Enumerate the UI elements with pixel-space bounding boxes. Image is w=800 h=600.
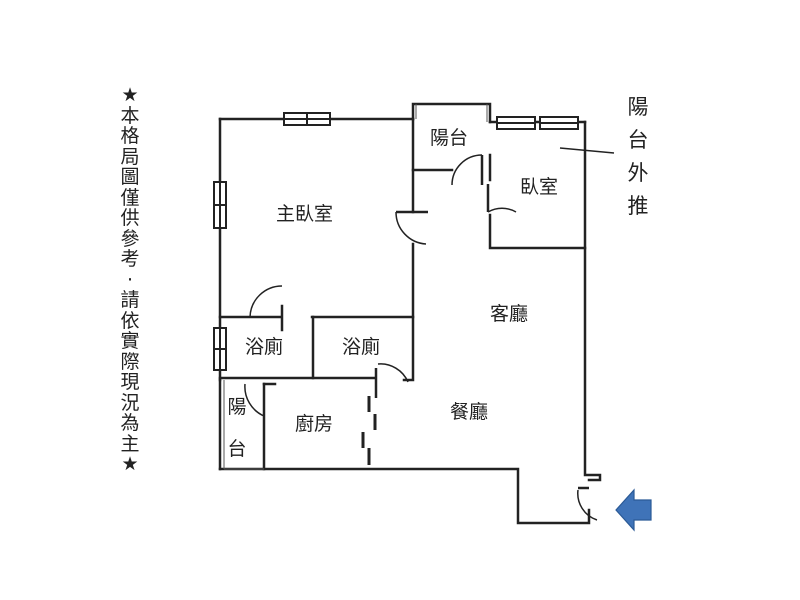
disclaimer-char: 格 <box>120 125 140 147</box>
door-balcony-top <box>451 154 484 186</box>
balcony-note-char: 外 <box>627 161 649 185</box>
disclaimer-char: 本 <box>120 104 140 127</box>
balcony-outlines <box>223 104 488 470</box>
window-master-left <box>213 181 227 229</box>
room-label-bathroom-right: 浴廁 <box>342 336 381 358</box>
room-label-kitchen: 廚房 <box>295 413 334 435</box>
doors <box>244 154 598 521</box>
balcony-note-char: 陽 <box>627 95 649 119</box>
door-master-bedroom <box>395 210 428 245</box>
room-label-master-bedroom: 主臥室 <box>276 203 334 225</box>
disclaimer-char: 主 <box>120 432 140 455</box>
door-bath-left <box>249 285 283 318</box>
top-balcony-inner-line <box>415 104 488 122</box>
windows <box>213 112 579 371</box>
outer-wall-bottom <box>218 467 591 525</box>
right-pointing-arrow-icon <box>615 488 652 532</box>
door-kitchen-sliding <box>361 396 377 465</box>
disclaimer-char: 僅 <box>120 186 140 209</box>
door-balcony-small <box>244 383 265 417</box>
balcony-small-char: 陽 <box>227 396 247 418</box>
disclaimer-char: 現 <box>120 371 140 393</box>
disclaimer-char: 局 <box>120 145 140 168</box>
window-bedroom-top-2 <box>539 116 579 130</box>
disclaimer-char: 請 <box>120 289 140 311</box>
door-entrance <box>577 486 598 521</box>
disclaimer-char: · <box>126 268 134 291</box>
window-master-top <box>283 112 331 126</box>
small-balcony-inner-line <box>223 380 264 470</box>
door-bedroom <box>486 184 517 213</box>
room-label-balcony-small: 陽 台 <box>226 398 248 482</box>
room-label-dining-room: 餐廳 <box>450 401 489 423</box>
master-bottom-wall <box>218 304 415 332</box>
top-balcony-edge <box>411 102 492 124</box>
disclaimer-char: 考 <box>120 248 140 270</box>
balcony-pushout-pointer <box>559 147 615 154</box>
room-label-bathroom-left: 浴廁 <box>245 336 284 358</box>
disclaimer-note: ★ 本 格 局 圖 僅 供 參 考 · 請 依 實 際 現 況 為 主 ★ <box>118 86 142 476</box>
disclaimer-char: 實 <box>120 330 140 352</box>
outer-wall-right <box>583 120 602 482</box>
balcony-note-char: 推 <box>627 194 649 218</box>
window-bedroom-top-1 <box>496 116 536 130</box>
room-label-bedroom: 臥室 <box>520 176 559 198</box>
disclaimer-char: ★ <box>121 84 139 106</box>
room-label-balcony-top: 陽台 <box>430 127 469 149</box>
walls <box>218 102 602 525</box>
balcony-small-char: 台 <box>227 438 247 460</box>
balcony-pushout-note: 陽 台 外 推 <box>624 97 652 229</box>
window-bath-left <box>213 327 227 371</box>
disclaimer-char: 參 <box>120 227 140 250</box>
disclaimer-char: 況 <box>120 391 140 414</box>
master-right-wall-bottom <box>402 242 415 382</box>
bedroom-bottom-wall <box>488 213 587 250</box>
disclaimer-char: 為 <box>120 412 140 434</box>
disclaimer-char: 依 <box>120 309 140 332</box>
disclaimer-char: 供 <box>120 207 140 229</box>
balcony-note-char: 台 <box>627 128 649 152</box>
room-label-living-room: 客廳 <box>490 303 529 325</box>
disclaimer-char: ★ <box>121 453 139 475</box>
disclaimer-char: 際 <box>120 350 140 373</box>
disclaimer-char: 圖 <box>120 166 140 188</box>
door-bath-right <box>374 363 409 398</box>
